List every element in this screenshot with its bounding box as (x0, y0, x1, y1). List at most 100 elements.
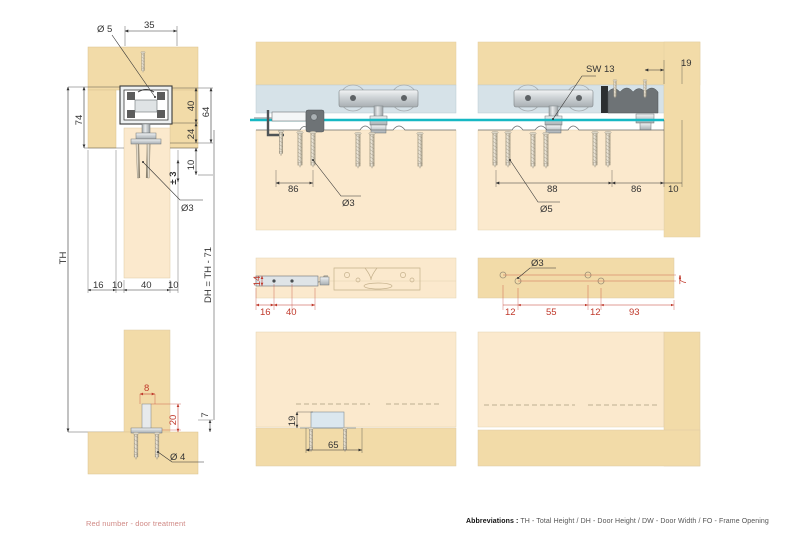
dim-12b: 12 (590, 307, 601, 318)
roller-top-curve (137, 89, 155, 93)
dim-74: 74 (74, 115, 85, 126)
extlines-65 (305, 428, 363, 453)
leader-dia5 (111, 34, 157, 99)
plan-hole-a (344, 272, 350, 278)
hanger-nut (135, 132, 157, 140)
bracket-fastener (319, 276, 330, 286)
leader-dia4 (156, 450, 204, 463)
ceiling-wood-right (477, 41, 701, 86)
legend-abbreviations: Abbreviations : TH - Total Height / DH -… (466, 518, 769, 525)
carriage-plan-slot (363, 282, 393, 290)
door-top-profile-mid (256, 125, 456, 131)
stop-clamp (635, 113, 655, 124)
legend-red-note: Red number - door treatment (86, 519, 186, 528)
dim-19-bottom: 19 (287, 416, 298, 427)
extlines-8 (139, 394, 156, 404)
dim-7: 7 (200, 412, 211, 417)
dim-dia5-top: Ø 5 (97, 24, 112, 35)
dim-40-base: 40 (141, 280, 152, 291)
leader-dia3-plan (516, 267, 556, 280)
mid-right-plan-view: Ø3 12 55 12 93 7 (477, 257, 689, 318)
rail-lip-left-bottom (127, 110, 135, 118)
dim-93: 93 (629, 307, 640, 318)
bottom-guide-block (310, 411, 345, 429)
cable-clamp-block (305, 109, 325, 133)
bracket-plate-left (255, 275, 319, 287)
dim-16-base: 16 (93, 280, 104, 291)
dim-10b-base: 10 (168, 280, 179, 291)
extlines-86-mid (275, 170, 314, 187)
carriage-plan-outline (333, 267, 421, 291)
extlines-plan-chain (255, 284, 316, 310)
frame-right-jamb (169, 89, 199, 149)
dim-64: 64 (201, 107, 212, 118)
left-vertical-section: Ø 5 35 74 TH 40 24 64 10 ± 3 Ø3 DH = TH … (58, 20, 215, 475)
door-bottom-panel (255, 331, 457, 428)
extlines-19 (663, 60, 683, 84)
dim-7-plan: 7 (678, 279, 689, 284)
plan-door-strip-right (477, 257, 675, 299)
floor-strip-mid (255, 427, 457, 467)
dim-24: 24 (186, 129, 197, 140)
bracket-hole-2 (290, 279, 294, 283)
dim-TH: TH (58, 252, 69, 265)
floor-block (87, 431, 199, 475)
dim-dia4: Ø 4 (170, 452, 185, 463)
top-middle-horizontal-section: 86 Ø3 (250, 41, 457, 231)
floor-guide-plate (130, 427, 163, 434)
carriage-nut-2r (545, 124, 562, 134)
dim-DH-formula: DH = TH - 71 (203, 247, 214, 303)
rail-lip-right-top (157, 92, 165, 100)
dim-10a-base: 10 (112, 280, 123, 291)
door-screw-left (135, 143, 140, 179)
extlines-35 (124, 26, 178, 46)
carriage-plan-notch (364, 267, 378, 281)
l-bracket (266, 110, 284, 137)
cable-end-fitting (254, 109, 325, 137)
dim-16-plan: 16 (260, 307, 271, 318)
leader-sw13 (551, 75, 596, 121)
tensioner-sleeve (271, 111, 307, 122)
mid-left-plan-view: 14 16 40 (252, 257, 457, 318)
dim-20: 20 (168, 415, 179, 426)
hanger-bolt-shank (141, 123, 151, 134)
rail-lip-right-bottom (157, 110, 165, 118)
bottom-middle-section: 19 65 (255, 331, 457, 467)
leader-dia5-right (508, 158, 560, 203)
extlines-74 (84, 86, 124, 149)
dim-tolerance: ± 3 (168, 171, 179, 184)
axle-left-r (525, 95, 531, 101)
extlines-base-chain (87, 150, 179, 293)
dim-12a: 12 (505, 307, 516, 318)
dim-19: 19 (681, 58, 692, 69)
leader-dia3-mid (311, 158, 361, 197)
abbrev-label: Abbreviations : (466, 518, 519, 525)
plan-hole-extlines (503, 274, 676, 282)
extlines-right-dims (170, 87, 213, 176)
frame-left-jamb (87, 89, 117, 149)
door-bottom-panel-right (477, 331, 665, 428)
axle-right-r (576, 95, 582, 101)
extlines-right-chain (495, 120, 683, 187)
dim-dia3-mid: Ø3 (342, 198, 355, 209)
top-right-horizontal-section: SW 13 19 88 86 10 Ø5 (456, 41, 701, 238)
extlines-holes-chain (502, 285, 675, 310)
dim-8: 8 (144, 383, 149, 394)
plan-hole-d (409, 277, 415, 283)
dim-10-left: 10 (186, 160, 197, 171)
plan-hole-c (400, 272, 406, 278)
roller-body (134, 99, 158, 113)
stop-nut (639, 122, 652, 131)
hanger-plate (130, 138, 162, 145)
dim-86-right: 86 (631, 184, 642, 195)
dim-65: 65 (328, 440, 339, 451)
rail-lip-left-top (127, 92, 135, 100)
dim-88: 88 (547, 184, 558, 195)
axle-right (401, 95, 407, 101)
dim-40: 40 (186, 101, 197, 112)
dim-dia3-plan: Ø3 (531, 258, 544, 269)
dim-35: 35 (144, 20, 155, 31)
leader-dia3-door (141, 160, 203, 201)
